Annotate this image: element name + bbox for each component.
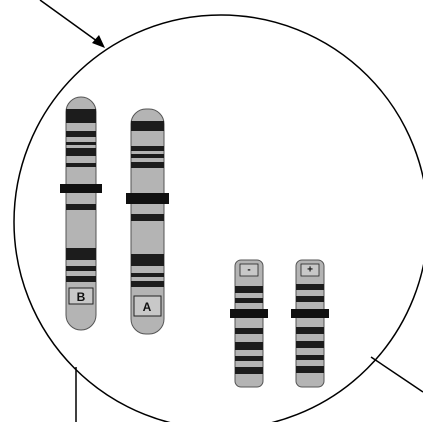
chromosome-band — [131, 254, 164, 266]
pointer-arrow-line — [39, 0, 102, 45]
chromosome-band — [235, 328, 263, 334]
chromosome-label-box — [239, 263, 259, 277]
chromosome-band — [66, 131, 96, 137]
chromosome-a: A — [126, 108, 169, 335]
chromosome-band — [296, 366, 324, 373]
chromosome-band — [66, 109, 96, 123]
chromosome-band — [131, 162, 164, 168]
chromosome-band — [235, 367, 263, 374]
chromosome-minus: - — [230, 259, 268, 388]
chromosome-label-box — [68, 287, 94, 305]
chromosome-label: + — [307, 265, 313, 276]
chromosome-band — [66, 148, 96, 156]
chromosome-band — [66, 276, 96, 282]
chromosome-band — [131, 281, 164, 287]
chromosome-label-box — [133, 295, 162, 317]
chromosome-band — [131, 154, 164, 158]
centromere — [230, 309, 268, 318]
chromosome-band — [235, 286, 263, 293]
chromosome-band — [296, 341, 324, 348]
chromosome-band — [296, 296, 324, 302]
chromosome-plus: + — [291, 259, 329, 388]
chromosome-label: B — [77, 290, 86, 304]
chromosome-band — [131, 146, 164, 151]
chromosome-band — [131, 214, 164, 221]
chromosome-label: - — [247, 265, 250, 276]
arrowhead-icon — [92, 35, 105, 48]
chromosome-band — [66, 142, 96, 145]
leader-line-right — [370, 356, 423, 393]
centromere — [126, 193, 169, 204]
chromosome-band — [296, 355, 324, 360]
magnification-circle — [13, 14, 423, 422]
chromosome-band — [235, 356, 263, 361]
chromosome-b: B — [60, 96, 102, 331]
chromosome-label-box — [300, 263, 320, 277]
chromosome-band — [296, 327, 324, 334]
chromosome-band — [66, 248, 96, 260]
centromere — [291, 309, 329, 318]
chromosome-band — [235, 342, 263, 350]
chromosome-band — [131, 121, 164, 131]
centromere — [60, 184, 102, 193]
chromosome-band — [131, 273, 164, 277]
chromosome-band — [235, 298, 263, 303]
chromosome-band — [296, 284, 324, 290]
chromosome-band — [66, 163, 96, 167]
chromosome-band — [66, 266, 96, 271]
chromosome-label: A — [143, 300, 152, 314]
chromosome-band — [66, 204, 96, 210]
